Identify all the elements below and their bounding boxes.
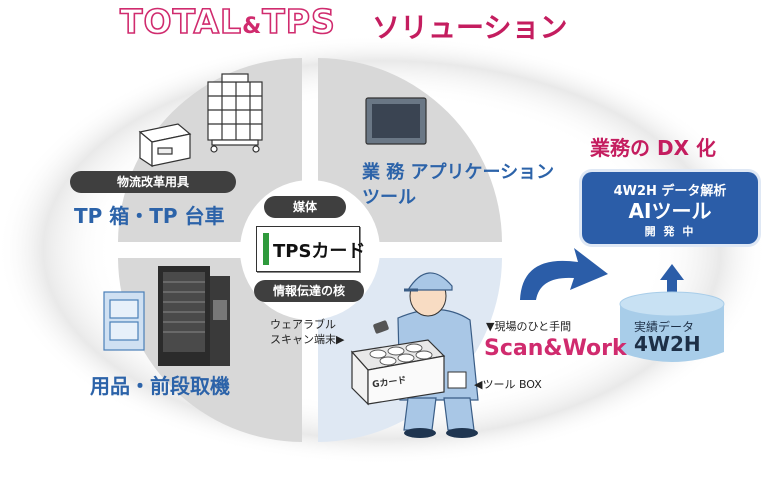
pill-info-core: 情報伝達の核 [254, 280, 364, 302]
bag-illustration [103, 291, 145, 351]
db-value: 4W2H [634, 332, 701, 356]
ai-tool-box: 4W2H データ解析 AIツール 開 発 中 [582, 172, 758, 244]
tp-box-illustration [138, 123, 192, 168]
ai-line2: AIツール [628, 199, 712, 223]
label-app-tools-line1: 業 務 アプリケーション [362, 162, 555, 183]
pill-logistics-tools: 物流改革用具 [70, 171, 236, 193]
card-green-bar [263, 233, 269, 265]
ai-line3: 開 発 中 [644, 225, 696, 238]
card-text: TPSカード [273, 241, 366, 262]
database-cylinder [619, 291, 725, 362]
tablet-illustration [365, 97, 427, 145]
ai-line1: 4W2H データ解析 [613, 184, 727, 199]
tps-card: TPSカード [256, 226, 365, 272]
label-tp-box-cart: TP 箱・TP 台車 [74, 204, 225, 228]
label-wearable: ウェアラブル [270, 318, 336, 331]
db-label: 実績データ [634, 320, 695, 334]
label-field-effort: ▼現場のひと手間 [486, 320, 572, 333]
label-scan-work: Scan&Work [484, 336, 627, 361]
title-total: TOTAL&TPS [119, 1, 336, 42]
worker-illustration [350, 272, 479, 438]
up-arrow [660, 264, 684, 292]
quadrant-top-right [318, 58, 502, 242]
label-scan-terminal: スキャン端末▶ [270, 333, 345, 346]
label-tool-box: ◀ツール BOX [474, 378, 542, 391]
dx-heading: 業務の DX 化 [590, 136, 716, 160]
machine-illustration [158, 266, 230, 366]
label-supplies-machine: 用品・前段取機 [90, 374, 230, 398]
curved-arrow [520, 248, 608, 300]
title-solution: ソリューション [372, 11, 568, 44]
pill-media: 媒体 [264, 196, 346, 218]
cart-illustration [207, 73, 263, 153]
label-app-tools-line2: ツール [362, 187, 416, 208]
